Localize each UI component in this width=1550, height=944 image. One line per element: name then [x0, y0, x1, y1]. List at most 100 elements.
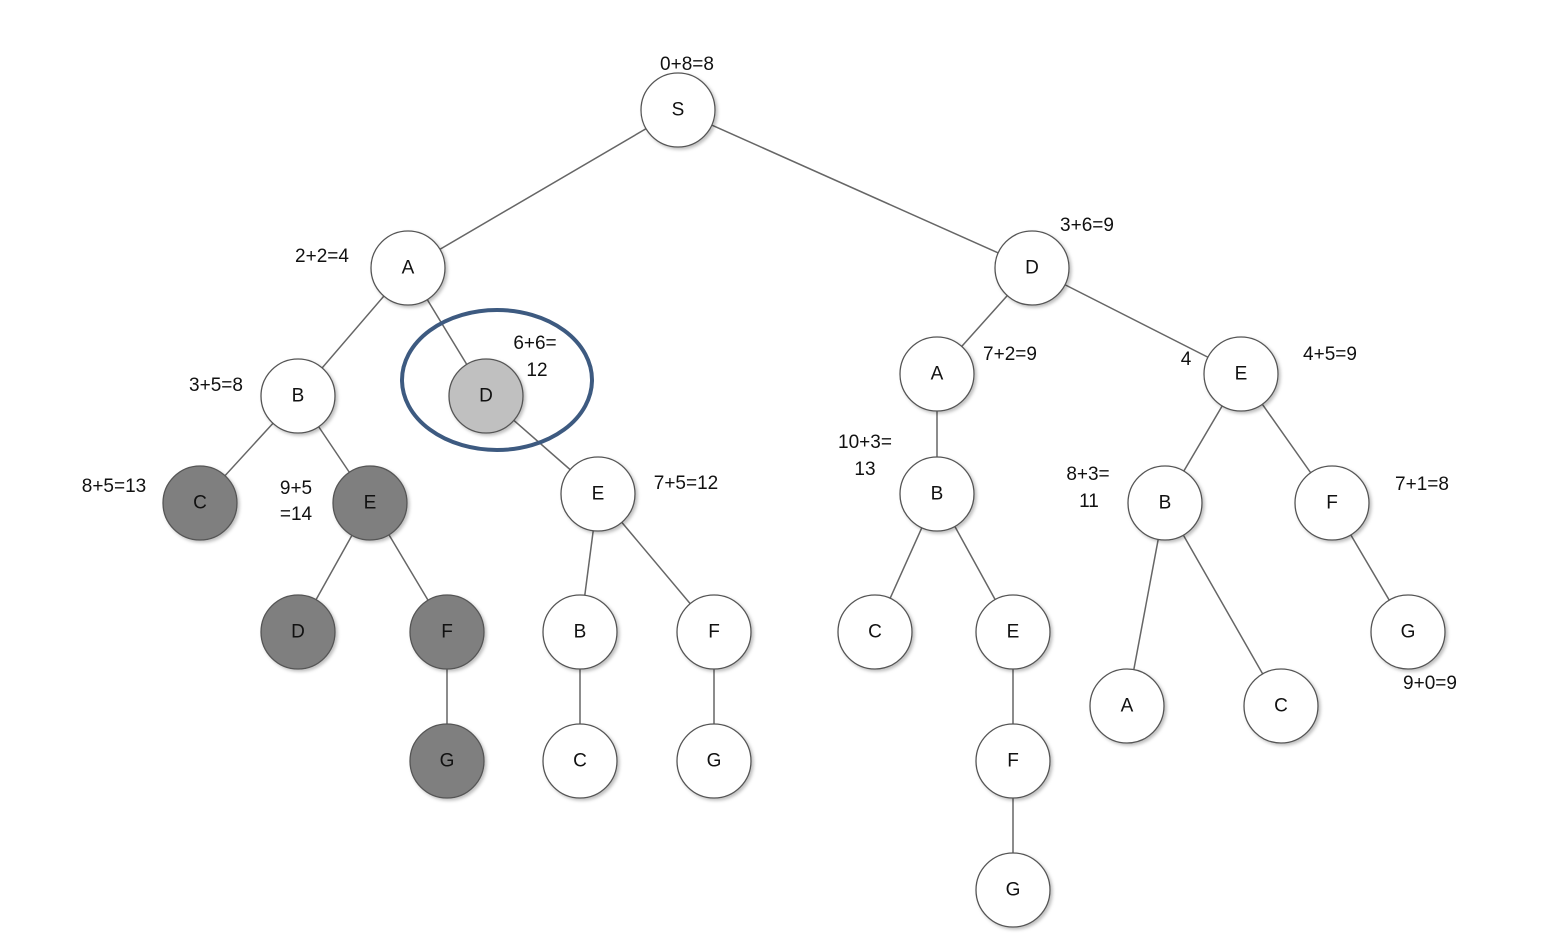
node-circle — [975, 852, 1051, 928]
tree-node-B1: B — [260, 358, 336, 434]
node-label: C — [193, 493, 207, 514]
node-circle — [542, 594, 618, 670]
node-circle — [994, 230, 1070, 306]
node-circle — [560, 456, 636, 532]
cost-annotation: 3+5=8 — [189, 375, 243, 396]
tree-node-A1: A — [370, 230, 446, 306]
tree-node-C2: C — [837, 594, 913, 670]
node-circle — [899, 336, 975, 412]
node-circle — [542, 723, 618, 799]
node-label: F — [708, 622, 720, 643]
cost-annotation: 7+2=9 — [983, 344, 1037, 365]
node-label: E — [1235, 364, 1248, 385]
cost-annotation: 12 — [526, 360, 547, 381]
tree-node-D2: D — [448, 358, 524, 434]
node-label: A — [931, 364, 944, 385]
cost-annotation: 4+5=9 — [1303, 344, 1357, 365]
node-label: E — [592, 484, 605, 505]
node-label: D — [291, 622, 305, 643]
tree-node-G1: G — [1370, 594, 1446, 670]
node-circle — [1370, 594, 1446, 670]
tree-node-B3: B — [1127, 465, 1203, 541]
tree-node-A3: A — [1089, 668, 1165, 744]
node-circle — [676, 594, 752, 670]
tree-node-E2: E — [332, 465, 408, 541]
edge-S-D1 — [677, 109, 1033, 269]
node-circle — [975, 594, 1051, 670]
node-circle — [260, 358, 336, 434]
node-circle — [448, 358, 524, 434]
node-circle — [409, 723, 485, 799]
node-label: E — [1007, 622, 1020, 643]
edge-B3-C4 — [1164, 502, 1282, 707]
tree-node-S: S — [640, 72, 716, 148]
node-label: G — [440, 751, 455, 772]
cost-annotation: 0+8=8 — [660, 54, 714, 75]
node-label: E — [364, 493, 377, 514]
tree-node-B4: B — [542, 594, 618, 670]
node-circle — [260, 594, 336, 670]
node-label: F — [441, 622, 453, 643]
edge-S-A1 — [407, 109, 679, 269]
highlight-ellipse — [400, 308, 594, 452]
cost-annotation: 7+5=12 — [654, 473, 718, 494]
tree-node-D1: D — [994, 230, 1070, 306]
cost-annotation: 4 — [1181, 349, 1192, 370]
tree-node-A2: A — [899, 336, 975, 412]
node-circle — [640, 72, 716, 148]
cost-annotation: =14 — [280, 504, 313, 525]
cost-annotation: 10+3= — [838, 432, 892, 453]
node-label: B — [931, 484, 944, 505]
node-circle — [1203, 336, 1279, 412]
node-label: G — [1006, 880, 1021, 901]
node-label: C — [868, 622, 882, 643]
node-circle — [1243, 668, 1319, 744]
cost-annotation: 6+6= — [513, 333, 556, 354]
node-label: A — [402, 258, 415, 279]
node-label: F — [1326, 493, 1338, 514]
tree-node-F1: F — [1294, 465, 1370, 541]
node-label: C — [573, 751, 587, 772]
cost-annotation: 8+5=13 — [82, 476, 146, 497]
node-circle — [899, 456, 975, 532]
tree-node-E4: E — [975, 594, 1051, 670]
node-circle — [1089, 668, 1165, 744]
tree-node-E1: E — [1203, 336, 1279, 412]
node-circle — [370, 230, 446, 306]
tree-node-G3: G — [676, 723, 752, 799]
tree-node-G4: G — [975, 852, 1051, 928]
node-circle — [975, 723, 1051, 799]
node-label: B — [292, 386, 305, 407]
cost-annotation: 9+0=9 — [1403, 673, 1457, 694]
node-label: G — [1401, 622, 1416, 643]
node-label: B — [1159, 493, 1172, 514]
cost-annotation: 11 — [1079, 491, 1099, 512]
tree-node-C3: C — [542, 723, 618, 799]
tree-node-C1: C — [162, 465, 238, 541]
node-circle — [1294, 465, 1370, 541]
tree-node-F3: F — [676, 594, 752, 670]
tree-node-D3: D — [260, 594, 336, 670]
tree-node-C4: C — [1243, 668, 1319, 744]
node-label: D — [479, 386, 493, 407]
node-label: F — [1007, 751, 1019, 772]
node-circle — [409, 594, 485, 670]
node-label: S — [672, 100, 685, 121]
node-label: B — [574, 622, 587, 643]
node-label: G — [707, 751, 722, 772]
tree-node-E3: E — [560, 456, 636, 532]
node-label: C — [1274, 696, 1288, 717]
cost-annotation: 2+2=4 — [295, 246, 349, 267]
node-circle — [837, 594, 913, 670]
node-circle — [676, 723, 752, 799]
tree-node-F2: F — [409, 594, 485, 670]
node-circle — [1127, 465, 1203, 541]
node-circle — [332, 465, 408, 541]
tree-node-G2: G — [409, 723, 485, 799]
tree-node-B2: B — [899, 456, 975, 532]
edge-D1-E1 — [1031, 267, 1242, 375]
node-label: A — [1121, 696, 1134, 717]
cost-annotation: 7+1=8 — [1395, 474, 1449, 495]
